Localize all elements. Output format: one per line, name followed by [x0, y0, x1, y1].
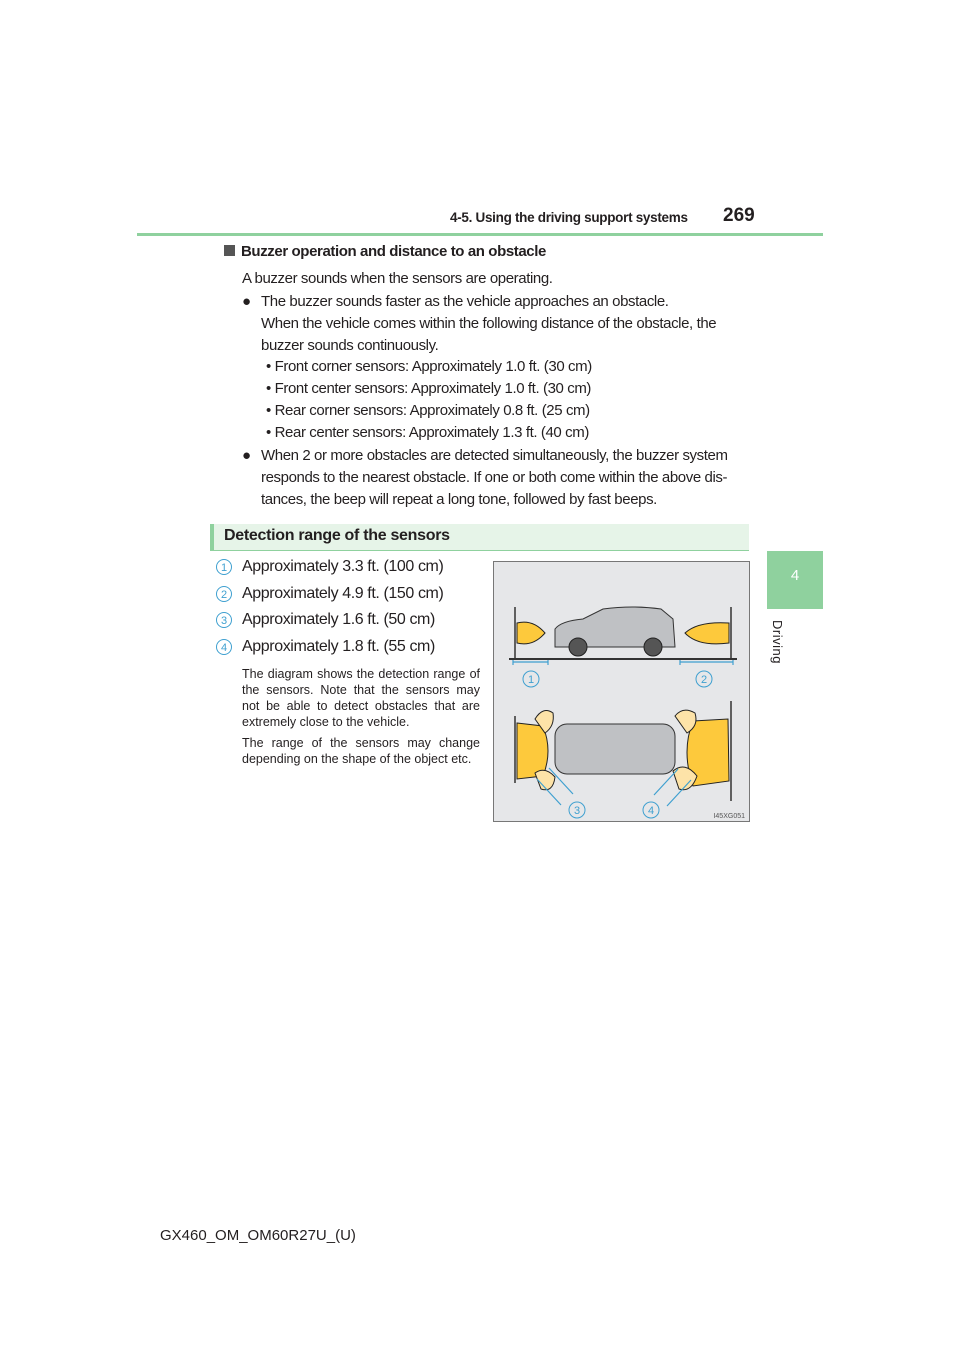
callout-4: 4 [216, 639, 232, 655]
page-number: 269 [723, 205, 755, 226]
bullet1-line: The buzzer sounds faster as the vehicle … [261, 293, 669, 310]
bullet2-line: When 2 or more obstacles are detected si… [261, 447, 728, 464]
bullet1-line: buzzer sounds continuously. [261, 337, 439, 354]
svg-text:3: 3 [574, 805, 580, 817]
section-title: 4-5. Using the driving support systems [450, 210, 688, 225]
distance-text: Rear center sensors: Approximately 1.3 f… [274, 424, 590, 441]
bullet-icon: ● [242, 447, 251, 464]
callout-2: 2 [216, 586, 232, 602]
header-divider [137, 233, 823, 236]
bullet2-line: tances, the beep will repeat a long tone… [261, 491, 657, 508]
svg-text:1: 1 [528, 674, 534, 686]
chapter-label: Driving [770, 620, 785, 664]
range-item: Approximately 1.8 ft. (55 cm) [242, 638, 435, 655]
bullet2-line: responds to the nearest obstacle. If one… [261, 469, 728, 486]
intro-text: A buzzer sounds when the sensors are ope… [242, 270, 553, 287]
diagram-note: The range of the sensors may change depe… [242, 736, 480, 766]
diagram-note: The diagram shows the detection range of… [242, 667, 480, 729]
buzzer-heading: Buzzer operation and distance to an obst… [224, 243, 546, 260]
svg-text:2: 2 [701, 674, 707, 686]
callout-3: 3 [216, 612, 232, 628]
distance-item: • Rear center sensors: Approximately 1.3… [266, 424, 589, 441]
detection-section-header: Detection range of the sensors [210, 524, 749, 551]
buzzer-heading-text: Buzzer operation and distance to an obst… [241, 243, 546, 260]
detection-title: Detection range of the sensors [224, 527, 450, 544]
range-item: Approximately 4.9 ft. (150 cm) [242, 585, 444, 602]
diagram-code: I45XG051 [713, 813, 745, 820]
top-view: 3 4 [514, 701, 732, 819]
square-bullet-icon [224, 245, 235, 256]
callout-1: 1 [216, 559, 232, 575]
range-item: Approximately 3.3 ft. (100 cm) [242, 558, 444, 575]
distance-text: Front corner sensors: Approximately 1.0 … [274, 358, 593, 375]
range-item: Approximately 1.6 ft. (50 cm) [242, 611, 435, 628]
sensor-range-diagram: 1 2 3 4 I45XG051 [493, 561, 750, 822]
footer-code: GX460_OM_OM60R27U_(U) [160, 1227, 356, 1244]
side-view: 1 2 [509, 606, 737, 688]
distance-item: • Front corner sensors: Approximately 1.… [266, 358, 592, 375]
distance-item: • Front center sensors: Approximately 1.… [266, 380, 592, 397]
bullet1-line: When the vehicle comes within the follow… [261, 315, 717, 332]
chapter-tab: 4 [767, 551, 823, 609]
distance-item: • Rear corner sensors: Approximately 0.8… [266, 402, 590, 419]
svg-text:4: 4 [648, 805, 654, 817]
distance-text: Front center sensors: Approximately 1.0 … [274, 380, 592, 397]
bullet-icon: ● [242, 293, 251, 310]
distance-text: Rear corner sensors: Approximately 0.8 f… [274, 402, 591, 419]
